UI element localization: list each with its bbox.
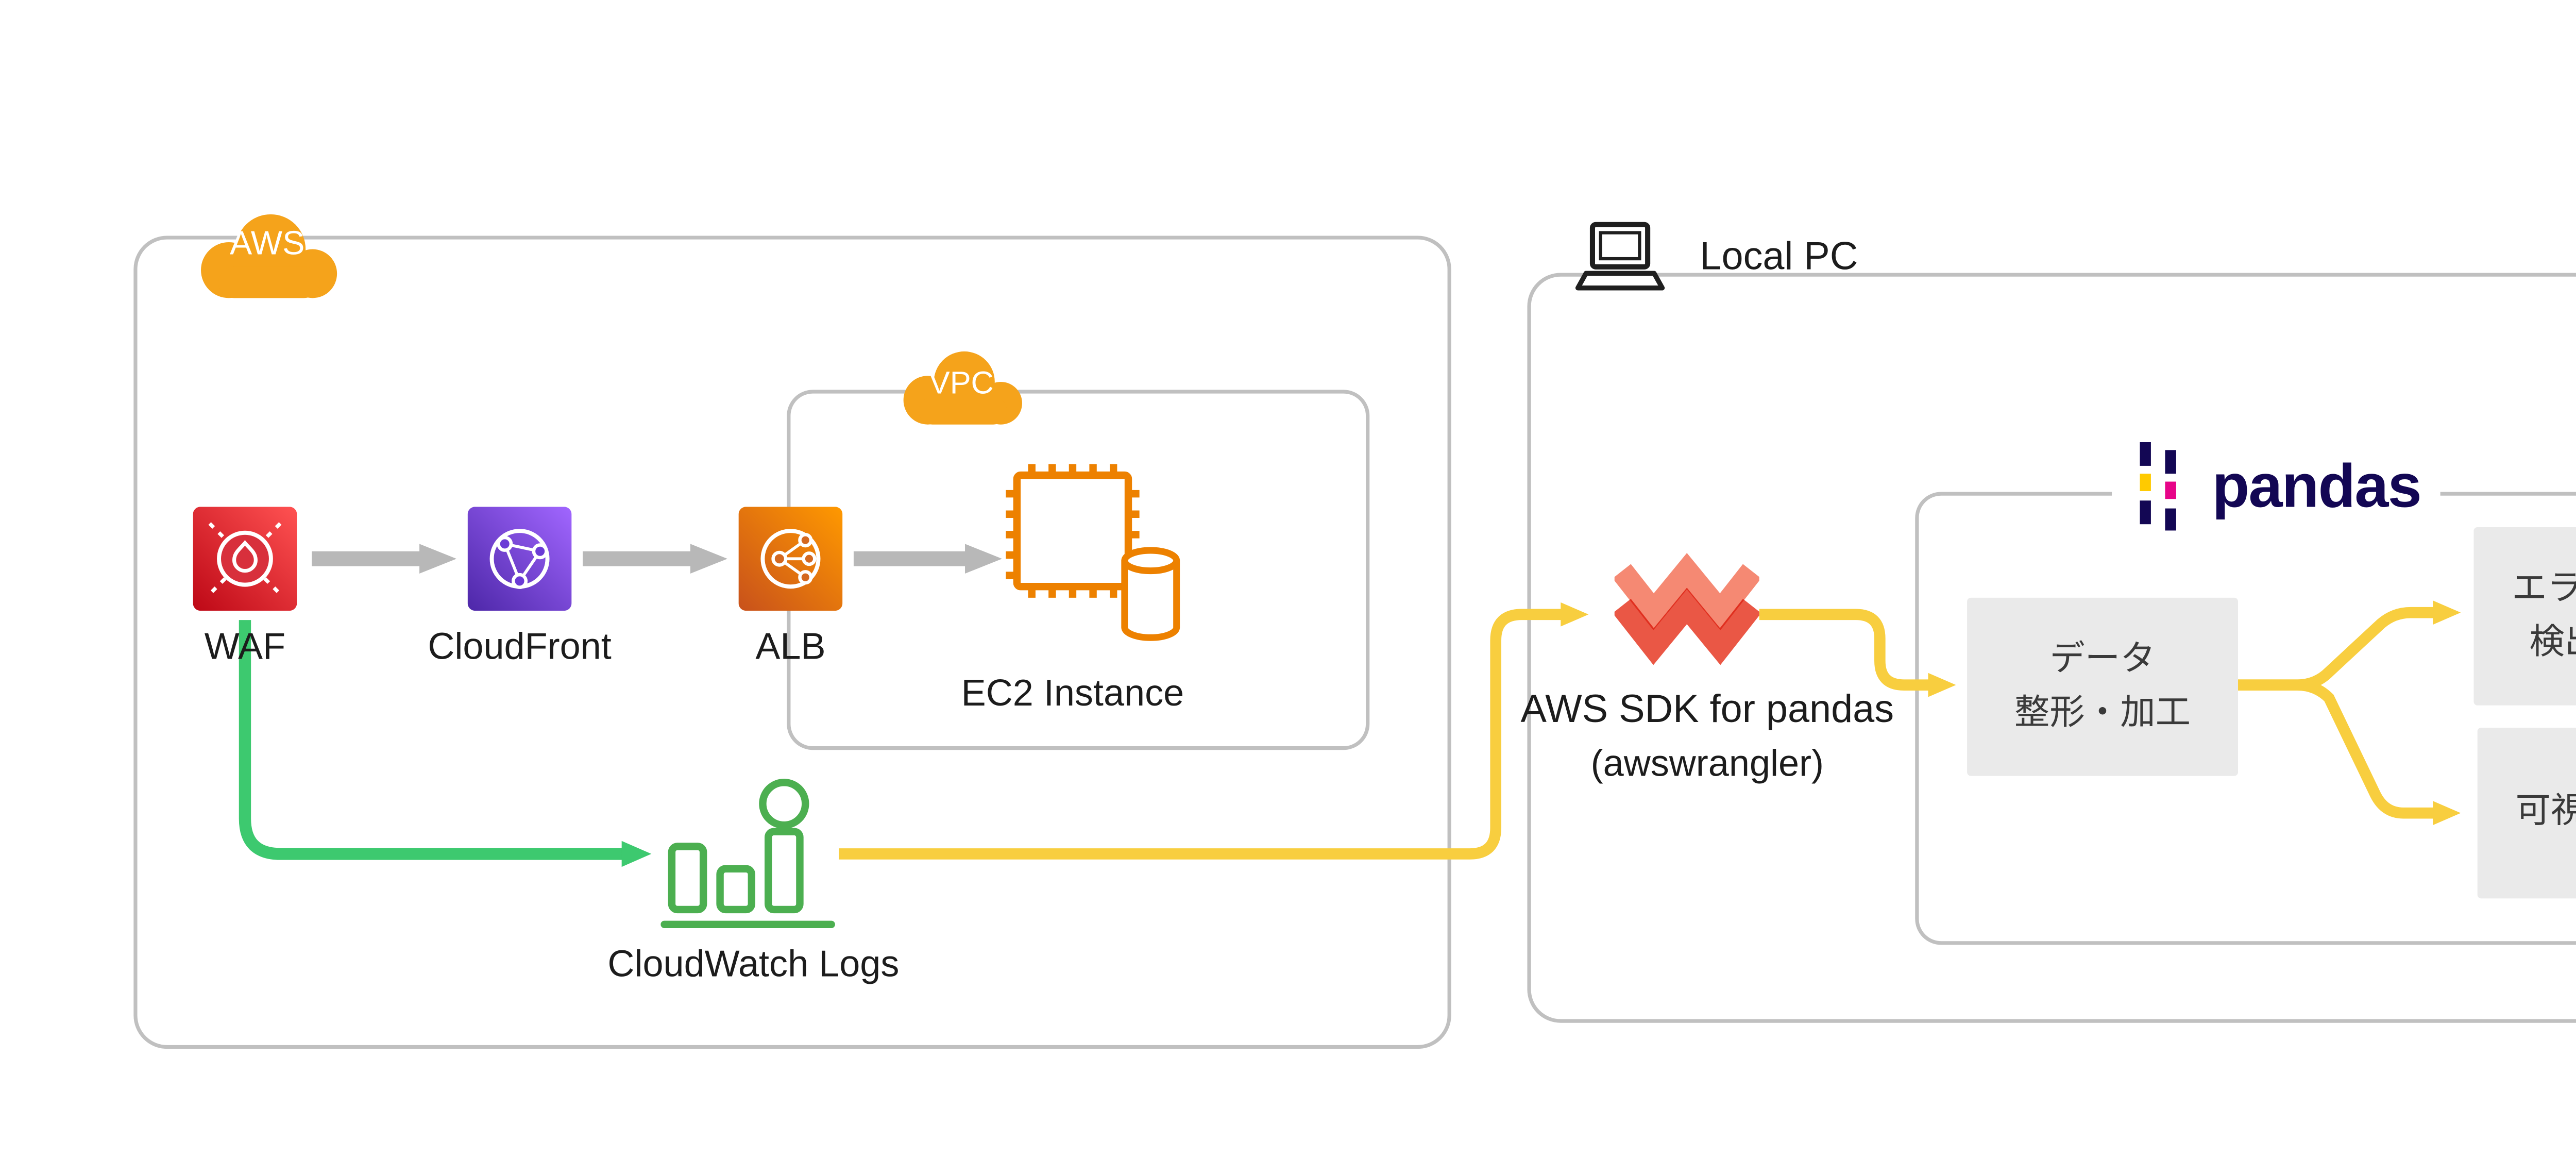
alb-label: ALB [755, 627, 826, 668]
waf-label: WAF [204, 627, 286, 668]
awswrangler-icon [1613, 542, 1761, 685]
error-detection-box: エラー 検出 [2473, 527, 2576, 706]
cloudwatch-logs-icon [660, 768, 839, 948]
cloudfront-label: CloudFront [428, 627, 612, 668]
alb-icon [738, 507, 843, 620]
arrow-waf-to-cloudwatch [239, 620, 652, 867]
error-detection-line1: エラー [2512, 569, 2576, 608]
arrow-processing-to-visualization [2238, 679, 2461, 826]
arrow-sdk-to-processing [1759, 609, 1956, 697]
vpc-cloud-badge: VPC [885, 340, 1037, 436]
data-processing-line1: データ [2049, 640, 2156, 679]
waf-icon [193, 507, 297, 620]
sdk-label: AWS SDK for pandas [1520, 689, 1894, 732]
data-processing-box: データ 整形・加工 [1967, 597, 2239, 776]
local-pc-group-container [1527, 273, 2576, 1023]
ec2-label: EC2 Instance [961, 674, 1184, 715]
vpc-cloud-icon [903, 351, 1022, 425]
vpc-group-label: VPC [928, 365, 994, 401]
pandas-logo-mark [2140, 442, 2176, 531]
arrow-processing-to-error [2238, 600, 2461, 691]
arrow-cloudwatch-to-sdk [839, 602, 1589, 860]
pandas-logo-text: pandas [2212, 451, 2422, 520]
aws-cloud-icon [201, 214, 337, 298]
local-pc-label: Local PC [1700, 236, 1858, 279]
aws-cloud-badge: AWS [180, 203, 354, 310]
cloudwatch-logs-label: CloudWatch Logs [607, 945, 900, 986]
visualization-label: 可視化 [2515, 793, 2576, 832]
cloudfront-icon [467, 507, 572, 620]
data-processing-line2: 整形・加工 [2014, 694, 2191, 733]
ec2-icon [1002, 464, 1188, 652]
visualization-box: 可視化 [2477, 727, 2576, 899]
error-detection-line2: 検出 [2529, 624, 2576, 663]
laptop-icon [1568, 219, 1672, 317]
aws-group-label: AWS [230, 224, 305, 262]
sdk-sublabel: (awswrangler) [1590, 744, 1824, 785]
aws-group-container [133, 236, 1451, 1049]
pandas-logo: pandas [2112, 442, 2439, 531]
